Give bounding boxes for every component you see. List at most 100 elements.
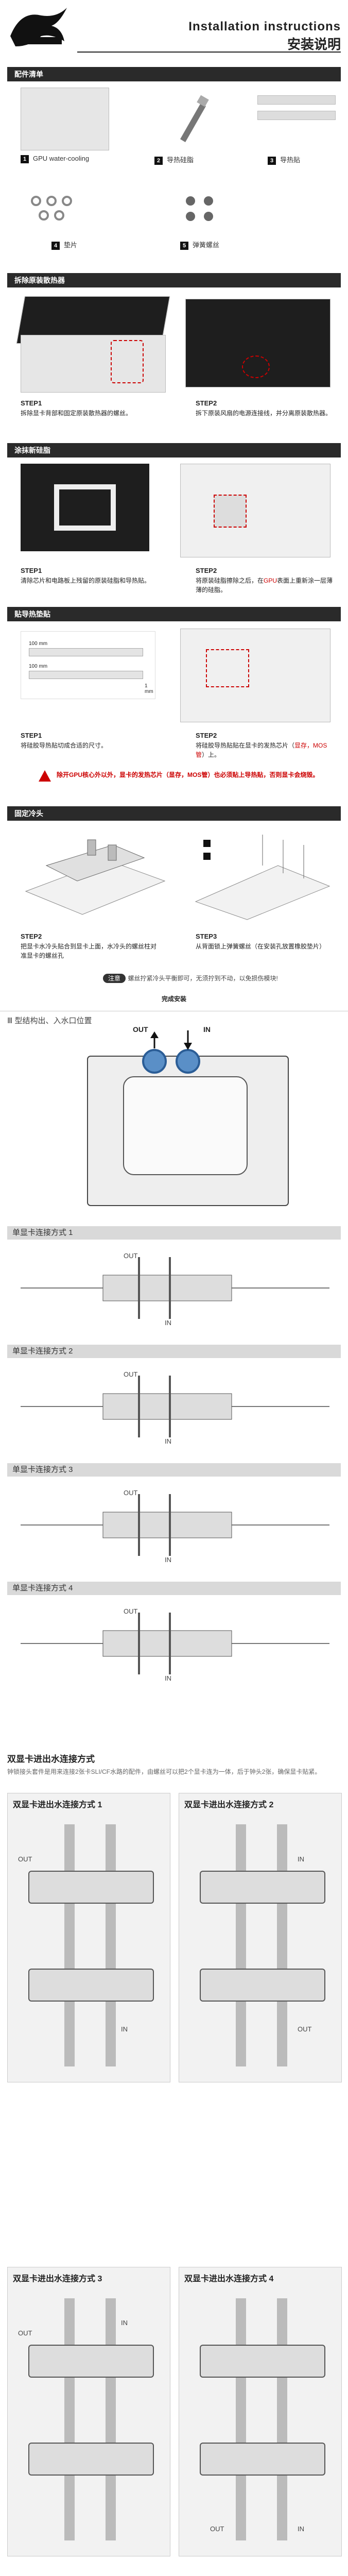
note-label: 注意	[103, 974, 126, 983]
single-config-2-diagram	[21, 1376, 329, 1437]
single-4-in: IN	[165, 1674, 171, 1682]
dual-1-in: IN	[121, 2025, 128, 2033]
pads-highlight	[206, 649, 249, 687]
single-2-in: IN	[165, 1437, 171, 1445]
dual-2-tube-left	[236, 1824, 246, 2066]
structure-heading: Ⅲ 型结构出、入水口位置	[7, 1016, 92, 1025]
dual-2-tube-right	[277, 1824, 287, 2066]
dual-3-block-top	[28, 2345, 154, 2378]
single-2-out: OUT	[124, 1370, 138, 1378]
brand-logo	[10, 8, 67, 46]
dual-2-block-bottom	[200, 1969, 325, 2002]
pads-step2-title: STEP2	[196, 732, 217, 739]
paste-step2-desc: 将原装硅脂擦除之后，在GPU表面上重新涂一层薄薄的硅脂。	[196, 577, 333, 594]
section-parts: 配件清单	[7, 67, 341, 81]
single-config-1-title: 单显卡连接方式 1	[7, 1226, 341, 1240]
single-3-in: IN	[165, 1556, 171, 1564]
dual-config-2: 双显卡进出水连接方式 2 IN OUT	[179, 1793, 342, 2082]
paste-step1-title: STEP1	[21, 567, 42, 574]
section-pads: 贴导热垫贴	[7, 607, 341, 621]
gpu-core-highlight	[214, 495, 247, 528]
screw-highlight	[111, 340, 144, 383]
dual-4-block-top	[200, 2345, 325, 2378]
pads-warning: 除开GPU核心外以外，显卡的发热芯片（显存，MOS管）也必须贴上导热贴，否则显卡…	[57, 771, 319, 778]
dual-1-block-top	[28, 1871, 154, 1904]
warning-icon	[39, 770, 51, 782]
paste-step1-desc: 清除芯片和电路板上残留的原装硅脂和导热贴。	[21, 577, 151, 584]
single-config-4-title: 单显卡连接方式 4	[7, 1582, 341, 1595]
chip-clean-image	[21, 464, 149, 551]
header: Installation instructions 安装说明	[0, 0, 348, 57]
gpu-backplate-image	[21, 335, 166, 393]
dual-2-block-top	[200, 1871, 325, 1904]
washers-image	[31, 196, 72, 221]
title-cn: 安装说明	[287, 37, 341, 52]
fix-step3-title: STEP3	[196, 933, 217, 940]
thermal-pad-image-1	[257, 95, 336, 105]
single-config-3-diagram	[21, 1494, 329, 1556]
dual-3-tube-left	[64, 2298, 75, 2540]
gpu-waterblock-image	[21, 88, 109, 150]
pads-step1-title: STEP1	[21, 732, 42, 739]
dual-4-tube-right	[277, 2298, 287, 2540]
dual-3-out: OUT	[18, 2329, 32, 2337]
dual-config-3-title: 双显卡进出水连接方式 3	[13, 2275, 102, 2283]
dual-3-in: IN	[121, 2319, 128, 2327]
fix-step2-desc: 把显卡水冷头贴合到显卡上面，水冷头的螺丝柱对准显卡的螺丝孔	[21, 943, 157, 959]
disassemble-step1-desc: 拆除显卡背部和固定原装散热器的螺丝。	[21, 410, 132, 417]
block-mount-diagram	[25, 839, 166, 915]
dual-desc: 钟锁接头套件是用来连接2张卡SLI/CF水路的配件，由螺丝可以把2个显卡连为一体…	[7, 1768, 321, 1775]
done-text: 完成安装	[161, 995, 186, 1003]
dual-2-out: OUT	[298, 2025, 312, 2033]
gpu-pads-image	[180, 629, 330, 722]
spring-screws-image	[186, 196, 213, 221]
single-1-out: OUT	[124, 1252, 138, 1260]
io-in-label: IN	[203, 1025, 211, 1033]
fix-step2-title: STEP2	[21, 933, 42, 940]
io-port-diagram	[87, 1030, 289, 1206]
single-config-2-title: 单显卡连接方式 2	[7, 1345, 341, 1358]
io-out-label: OUT	[133, 1025, 148, 1033]
dual-4-tube-left	[236, 2298, 246, 2540]
thermal-paste-image	[180, 95, 209, 142]
single-4-out: OUT	[124, 1607, 138, 1615]
dual-4-block-bottom	[200, 2443, 325, 2476]
dual-1-block-bottom	[28, 1969, 154, 2002]
disassemble-step1-title: STEP1	[21, 399, 42, 407]
chip-outline	[54, 484, 116, 531]
thermal-pad-image-2	[257, 111, 336, 120]
section-fix: 固定冷头	[7, 806, 341, 821]
pads-step2-desc: 将硅胶导热贴贴在显卡的发热芯片（显存，MOS管）上。	[196, 742, 327, 758]
dual-3-block-bottom	[28, 2443, 154, 2476]
single-config-4-diagram	[21, 1613, 329, 1674]
backplate-screws-diagram	[195, 835, 330, 920]
dual-1-out: OUT	[18, 1855, 32, 1863]
dual-config-2-title: 双显卡进出水连接方式 2	[184, 1801, 274, 1809]
gpu-paste-image	[180, 464, 330, 557]
disassemble-step2-desc: 拆下原装风扇的电源连接线，并分离原装散热器。	[196, 410, 332, 417]
disassemble-step2-title: STEP2	[196, 399, 217, 407]
dual-1-tube-left	[64, 1824, 75, 2066]
dual-heading: 双显卡进出水连接方式	[7, 1754, 95, 1764]
single-3-out: OUT	[124, 1489, 138, 1497]
single-config-1-diagram	[21, 1257, 329, 1319]
note-row: 注意 螺丝拧紧冷头平衡即可，无须拧到不动，以免损伤模块!	[103, 974, 278, 983]
dual-config-4-title: 双显卡进出水连接方式 4	[184, 2275, 274, 2283]
dual-4-out: OUT	[210, 2525, 224, 2533]
dual-config-3: 双显卡进出水连接方式 3 OUT IN	[7, 2267, 170, 2556]
header-divider	[77, 52, 341, 53]
dual-3-tube-right	[106, 2298, 116, 2540]
dual-2-in: IN	[298, 1855, 304, 1863]
title-en: Installation instructions	[188, 20, 341, 33]
dual-config-1: 双显卡进出水连接方式 1 OUT IN	[7, 1793, 170, 2082]
note-text: 螺丝拧紧冷头平衡即可，无须拧到不动，以免损伤模块!	[128, 975, 278, 982]
paste-step2-title: STEP2	[196, 567, 217, 574]
fix-step3-desc: 从背面锁上弹簧螺丝（在安装孔放置橡胶垫片）	[196, 943, 326, 950]
single-config-3-title: 单显卡连接方式 3	[7, 1463, 341, 1477]
cable-highlight	[242, 355, 270, 378]
